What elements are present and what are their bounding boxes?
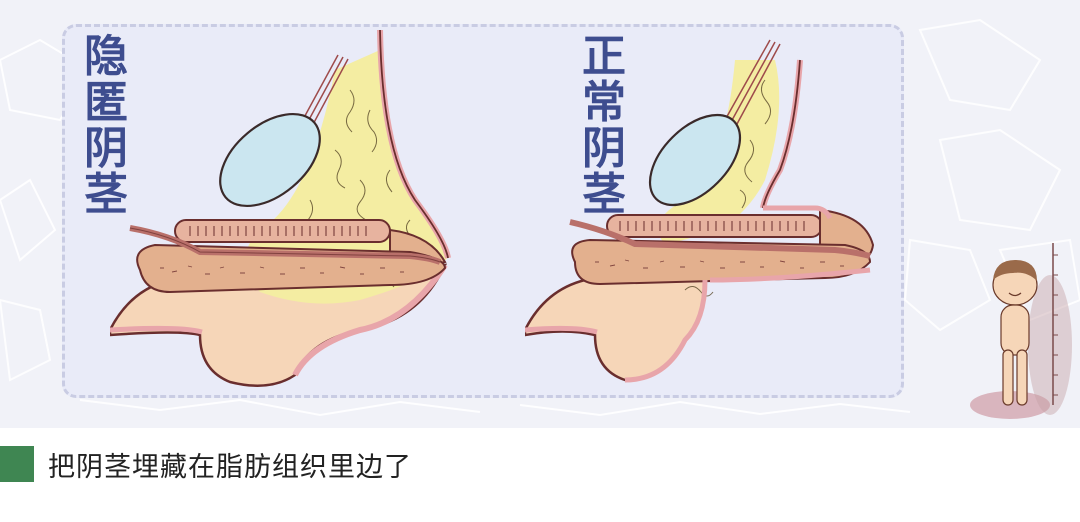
child-height-chart-illustration	[970, 243, 1072, 419]
title-char: 阴	[84, 123, 128, 174]
title-char: 匿	[84, 77, 128, 128]
panel-title-normal: 正 常 阴 茎	[576, 34, 632, 218]
buried-cross-section-illustration	[110, 30, 451, 387]
title-char: 茎	[84, 169, 128, 220]
title-char: 正	[582, 31, 626, 82]
caption-color-marker	[0, 446, 34, 482]
caption-text: 把阴茎埋藏在脂肪组织里边了	[48, 451, 412, 483]
normal-cross-section-illustration	[525, 39, 875, 383]
title-char: 阴	[582, 123, 626, 174]
caption-row: 把阴茎埋藏在脂肪组织里边了	[0, 446, 412, 483]
title-char: 常	[582, 77, 626, 128]
title-char: 隐	[84, 31, 128, 82]
panel-title-buried: 隐 匿 阴 茎	[78, 34, 134, 218]
title-char: 茎	[582, 169, 626, 220]
illustration-background: 隐 匿 阴 茎 正 常 阴 茎	[0, 0, 1080, 428]
